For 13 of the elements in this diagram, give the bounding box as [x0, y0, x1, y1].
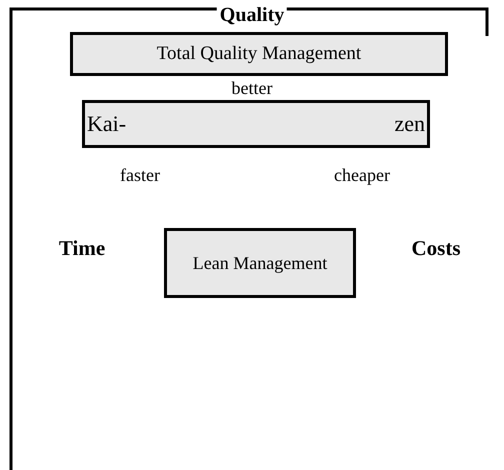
- process-box: [82, 100, 430, 148]
- box-text: Kai-: [87, 110, 126, 138]
- box-text: zen: [394, 110, 425, 138]
- process-box: [164, 228, 356, 298]
- process-box: [70, 32, 448, 76]
- heading-label: Time: [58, 236, 106, 261]
- heading-label: Costs: [412, 236, 460, 261]
- box-text: Lean Management: [192, 252, 328, 274]
- text-label: better: [232, 78, 272, 99]
- text-label: cheaper: [334, 165, 390, 186]
- heading-label: Quality: [216, 4, 288, 27]
- text-label: faster: [120, 165, 160, 186]
- box-text: Total Quality Management: [156, 42, 362, 66]
